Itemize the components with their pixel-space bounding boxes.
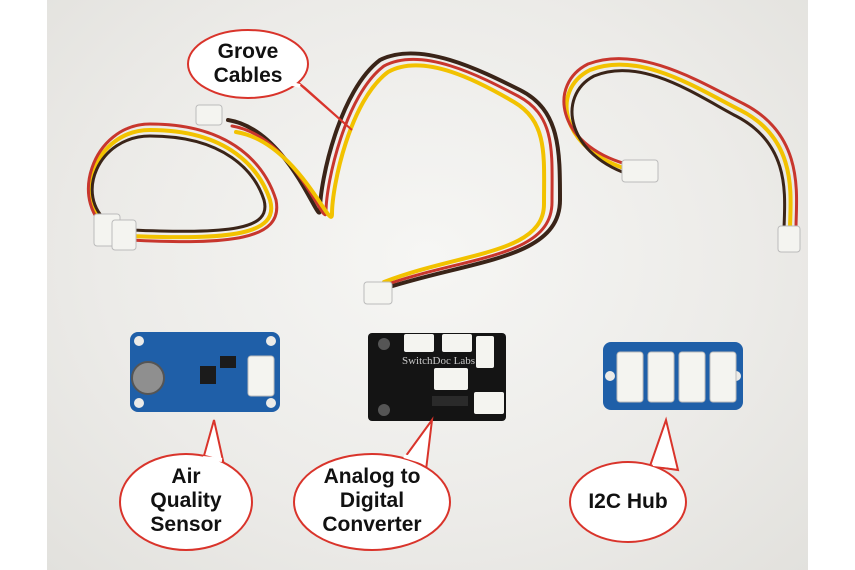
label-line: Sensor (150, 513, 222, 536)
adc-brand-silkscreen: SwitchDoc Labs (402, 355, 475, 367)
grove-connectors (93, 104, 801, 305)
adc-board: SwitchDoc Labs (368, 333, 506, 421)
grove-cable-center (226, 51, 563, 292)
label-line: I2C Hub (588, 490, 668, 513)
label-grove-cables: Grove Cables (188, 40, 308, 88)
callout-grove-cables (187, 29, 353, 131)
label-line: Air (171, 465, 201, 488)
label-air-quality-sensor: Air Quality Sensor (120, 465, 252, 537)
label-i2c-hub: I2C Hub (570, 490, 686, 514)
callout-adc (293, 416, 451, 551)
grove-cable-right (562, 57, 799, 234)
callout-air-quality (119, 419, 253, 551)
label-analog-to-digital-converter: Analog to Digital Converter (294, 465, 450, 537)
callout-i2c-hub (569, 416, 687, 543)
label-line: Quality (150, 489, 222, 512)
label-line: Grove (217, 40, 279, 63)
grove-cable-left (87, 122, 279, 244)
air-quality-sensor-board (130, 332, 280, 412)
label-line: Cables (213, 64, 283, 87)
label-line: Converter (322, 513, 422, 536)
label-line: Analog to (323, 465, 421, 488)
i2c-hub-board (603, 342, 743, 410)
label-line: Digital (339, 489, 405, 512)
